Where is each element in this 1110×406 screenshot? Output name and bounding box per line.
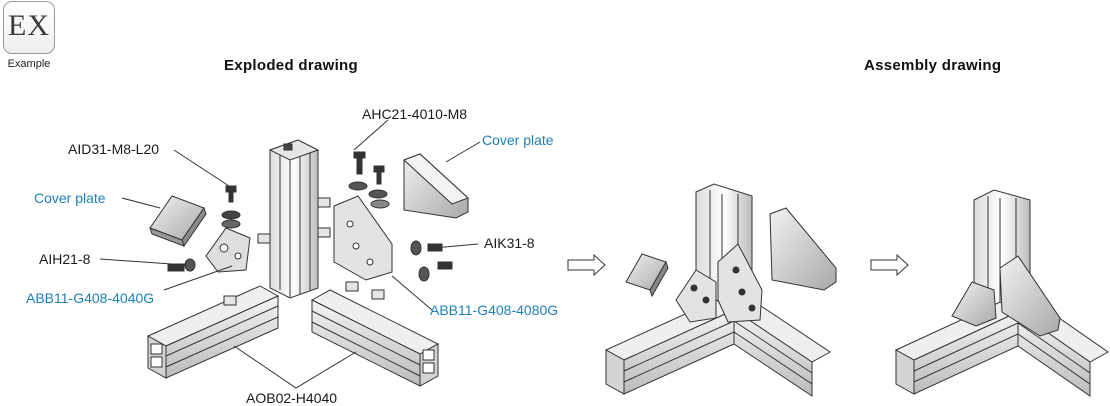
- right-cover-plate: [403, 153, 469, 219]
- exploded-heading: Exploded drawing: [224, 57, 358, 74]
- leader-lines: [99, 119, 481, 389]
- screws: [167, 151, 453, 282]
- example-badge: EX: [3, 1, 55, 54]
- badge-text: EX: [8, 9, 50, 42]
- exploded-view: [146, 139, 469, 387]
- small-bracket: [205, 227, 251, 273]
- badge-caption: Example: [7, 58, 51, 70]
- arrow-2: [870, 253, 909, 277]
- left-cover-plate: [149, 195, 207, 248]
- right-horizontal-profile: [310, 289, 440, 387]
- t-nuts: [223, 197, 385, 306]
- label-abb-4080g: ABB11-G408-4080G: [430, 302, 559, 318]
- label-aih21: AIH21-8: [39, 251, 91, 267]
- large-bracket: [333, 195, 393, 281]
- label-ahc21: AHC21-4010-M8: [362, 106, 468, 122]
- arrow-1: [567, 253, 606, 277]
- label-cover-plate-right: Cover plate: [482, 132, 554, 148]
- left-horizontal-profile: [146, 285, 280, 379]
- label-cover-plate-left: Cover plate: [34, 190, 106, 206]
- vertical-profile: [268, 139, 320, 299]
- label-abb-4040g: ABB11-G408-4040G: [26, 290, 155, 306]
- assembled-view: [894, 189, 1109, 397]
- partial-assembly-view: [604, 183, 837, 397]
- label-aik31: AIK31-8: [484, 235, 535, 251]
- assembly-heading: Assembly drawing: [864, 57, 1002, 74]
- label-aob02: AOB02-H4040: [246, 390, 338, 406]
- label-aid31: AID31-M8-L20: [68, 141, 160, 157]
